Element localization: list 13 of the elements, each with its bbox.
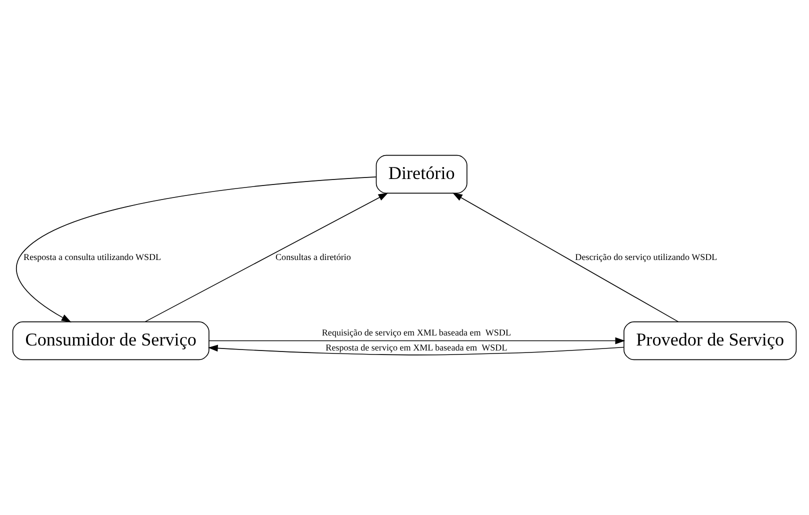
arrow	[452, 192, 679, 322]
arrow	[208, 337, 626, 344]
edge-label: Consultas a diretório	[276, 252, 351, 262]
edge-label: Requisição de serviço em XML baseada em WSDL	[322, 328, 511, 338]
edge-label: Resposta de serviço em XML baseada em WSDL	[326, 342, 508, 352]
arrow	[144, 192, 388, 322]
edge-label: Descrição do serviço utilizando WSDL	[575, 252, 718, 262]
arrow	[208, 344, 624, 356]
node-box: Provedor de Serviço	[624, 321, 797, 360]
node-box: Diretório	[376, 154, 468, 194]
node-box: Consumidor de Serviço	[12, 321, 210, 360]
edge-label: Resposta a consulta utilizando WSDL	[24, 252, 162, 262]
arrow	[16, 176, 376, 322]
